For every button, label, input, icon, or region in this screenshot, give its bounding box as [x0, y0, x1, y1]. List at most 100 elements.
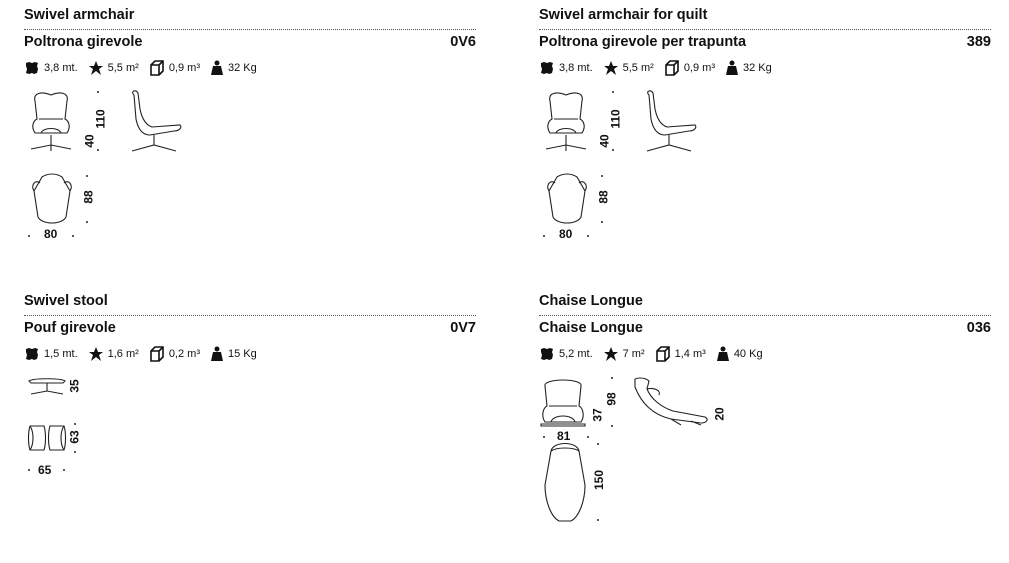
dim-tick	[612, 91, 614, 93]
spec-row: 3,8 mt. 5,5 m² 0,9 m³ 32 Kg	[539, 60, 782, 76]
stool-side-drawing	[28, 378, 66, 395]
weight-icon	[716, 346, 729, 361]
product-card-swivel-stool: Swivel stool Pouf girevole 0V7 1,5 mt. 1…	[24, 293, 476, 563]
product-title-it: Chaise Longue	[539, 320, 643, 336]
dim-height: 35	[67, 379, 82, 393]
dim-width: 81	[557, 429, 571, 443]
stool-top-drawing	[27, 425, 67, 451]
product-title-en: Swivel armchair for quilt	[539, 7, 708, 23]
spec-volume: 0,2 m³	[168, 348, 200, 360]
chaise-top-drawing	[544, 442, 586, 522]
spec-surface: 5,5 m²	[622, 62, 654, 74]
surface-star-icon	[88, 347, 103, 361]
dim-tick	[97, 91, 99, 93]
hide-icon	[541, 348, 553, 360]
armchair-front-drawing	[545, 92, 587, 151]
dim-tick	[543, 436, 545, 438]
weight-icon	[211, 346, 223, 361]
product-title-it: Pouf girevole	[24, 320, 116, 336]
hide-icon	[26, 62, 38, 74]
divider	[539, 29, 991, 30]
dim-tick	[587, 235, 589, 237]
dim-tick	[74, 451, 76, 453]
product-card-swivel-armchair-quilt: Swivel armchair for quilt Poltrona girev…	[539, 7, 991, 277]
chaise-front-drawing	[540, 379, 586, 427]
dim-height: 110	[93, 109, 108, 129]
dim-tick	[63, 469, 65, 471]
product-title-en: Chaise Longue	[539, 293, 643, 309]
dim-tick	[597, 519, 599, 521]
hide-icon	[26, 348, 38, 360]
spec-volume: 0,9 m³	[683, 62, 715, 74]
chaise-side-drawing	[634, 377, 708, 426]
spec-surface: 7 m²	[622, 348, 645, 360]
dim-width: 65	[38, 463, 52, 477]
hide-icon	[541, 62, 553, 74]
surface-star-icon	[88, 61, 103, 75]
volume-box-icon	[655, 346, 670, 362]
spec-surface: 1,6 m²	[107, 348, 139, 360]
dim-tick	[612, 149, 614, 151]
dim-tick	[601, 221, 603, 223]
product-title-it: Poltrona girevole per trapunta	[539, 34, 747, 50]
product-code: 036	[966, 320, 991, 336]
spec-weight: 32 Kg	[228, 62, 257, 74]
divider	[24, 315, 476, 316]
spec-volume: 1,4 m³	[674, 348, 706, 360]
spec-weight: 15 Kg	[228, 348, 257, 360]
dim-tick	[74, 423, 76, 425]
dim-tick	[28, 235, 30, 237]
armchair-side-drawing	[646, 90, 697, 152]
dim-tick	[611, 425, 613, 427]
spec-volume: 0,9 m³	[168, 62, 200, 74]
product-code: 0V7	[450, 320, 476, 336]
dim-side-height: 20	[712, 407, 727, 421]
dim-tick	[611, 377, 613, 379]
dim-width: 80	[44, 227, 58, 241]
dim-width: 80	[559, 227, 573, 241]
dim-depth: 88	[81, 190, 96, 204]
dim-tick	[597, 443, 599, 445]
armchair-top-drawing	[547, 173, 587, 224]
dim-seat: 37	[590, 408, 605, 422]
dim-seat: 40	[82, 134, 97, 148]
product-code: 0V6	[450, 34, 476, 50]
product-title-it: Poltrona girevole	[24, 34, 143, 50]
dim-depth: 88	[596, 190, 611, 204]
dim-seat: 40	[597, 134, 612, 148]
weight-icon	[211, 60, 223, 75]
product-code: 389	[966, 34, 991, 50]
weight-icon	[726, 60, 738, 75]
dim-tick	[587, 436, 589, 438]
volume-box-icon	[150, 346, 164, 362]
volume-box-icon	[665, 60, 679, 76]
surface-star-icon	[603, 347, 618, 361]
product-title-en: Swivel stool	[24, 293, 108, 309]
dim-tick	[86, 221, 88, 223]
spec-leather: 1,5 mt.	[44, 348, 78, 360]
dim-tick	[28, 469, 30, 471]
product-card-chaise-longue: Chaise Longue Chaise Longue 036 5,2 mt. …	[539, 293, 991, 563]
dim-height: 110	[608, 109, 623, 129]
dim-height: 98	[604, 392, 619, 406]
dim-tick	[543, 235, 545, 237]
volume-box-icon	[150, 60, 164, 76]
dim-tick	[97, 149, 99, 151]
dim-depth: 150	[592, 469, 607, 491]
divider	[539, 315, 991, 316]
spec-leather: 5,2 mt.	[559, 348, 593, 360]
divider	[24, 29, 476, 30]
dim-tick	[86, 175, 88, 177]
product-card-swivel-armchair: Swivel armchair Poltrona girevole 0V6 3,…	[24, 7, 476, 277]
armchair-front-drawing	[30, 92, 72, 151]
armchair-side-drawing	[131, 90, 182, 152]
spec-weight: 40 Kg	[733, 348, 763, 360]
spec-row: 1,5 mt. 1,6 m² 0,2 m³ 15 Kg	[24, 346, 267, 362]
spec-row: 3,8 mt. 5,5 m² 0,9 m³ 32 Kg	[24, 60, 267, 76]
dim-tick	[601, 175, 603, 177]
spec-weight: 32 Kg	[743, 62, 772, 74]
armchair-top-drawing	[32, 173, 72, 224]
dim-depth: 63	[67, 430, 82, 444]
spec-leather: 3,8 mt.	[44, 62, 78, 74]
spec-surface: 5,5 m²	[107, 62, 139, 74]
